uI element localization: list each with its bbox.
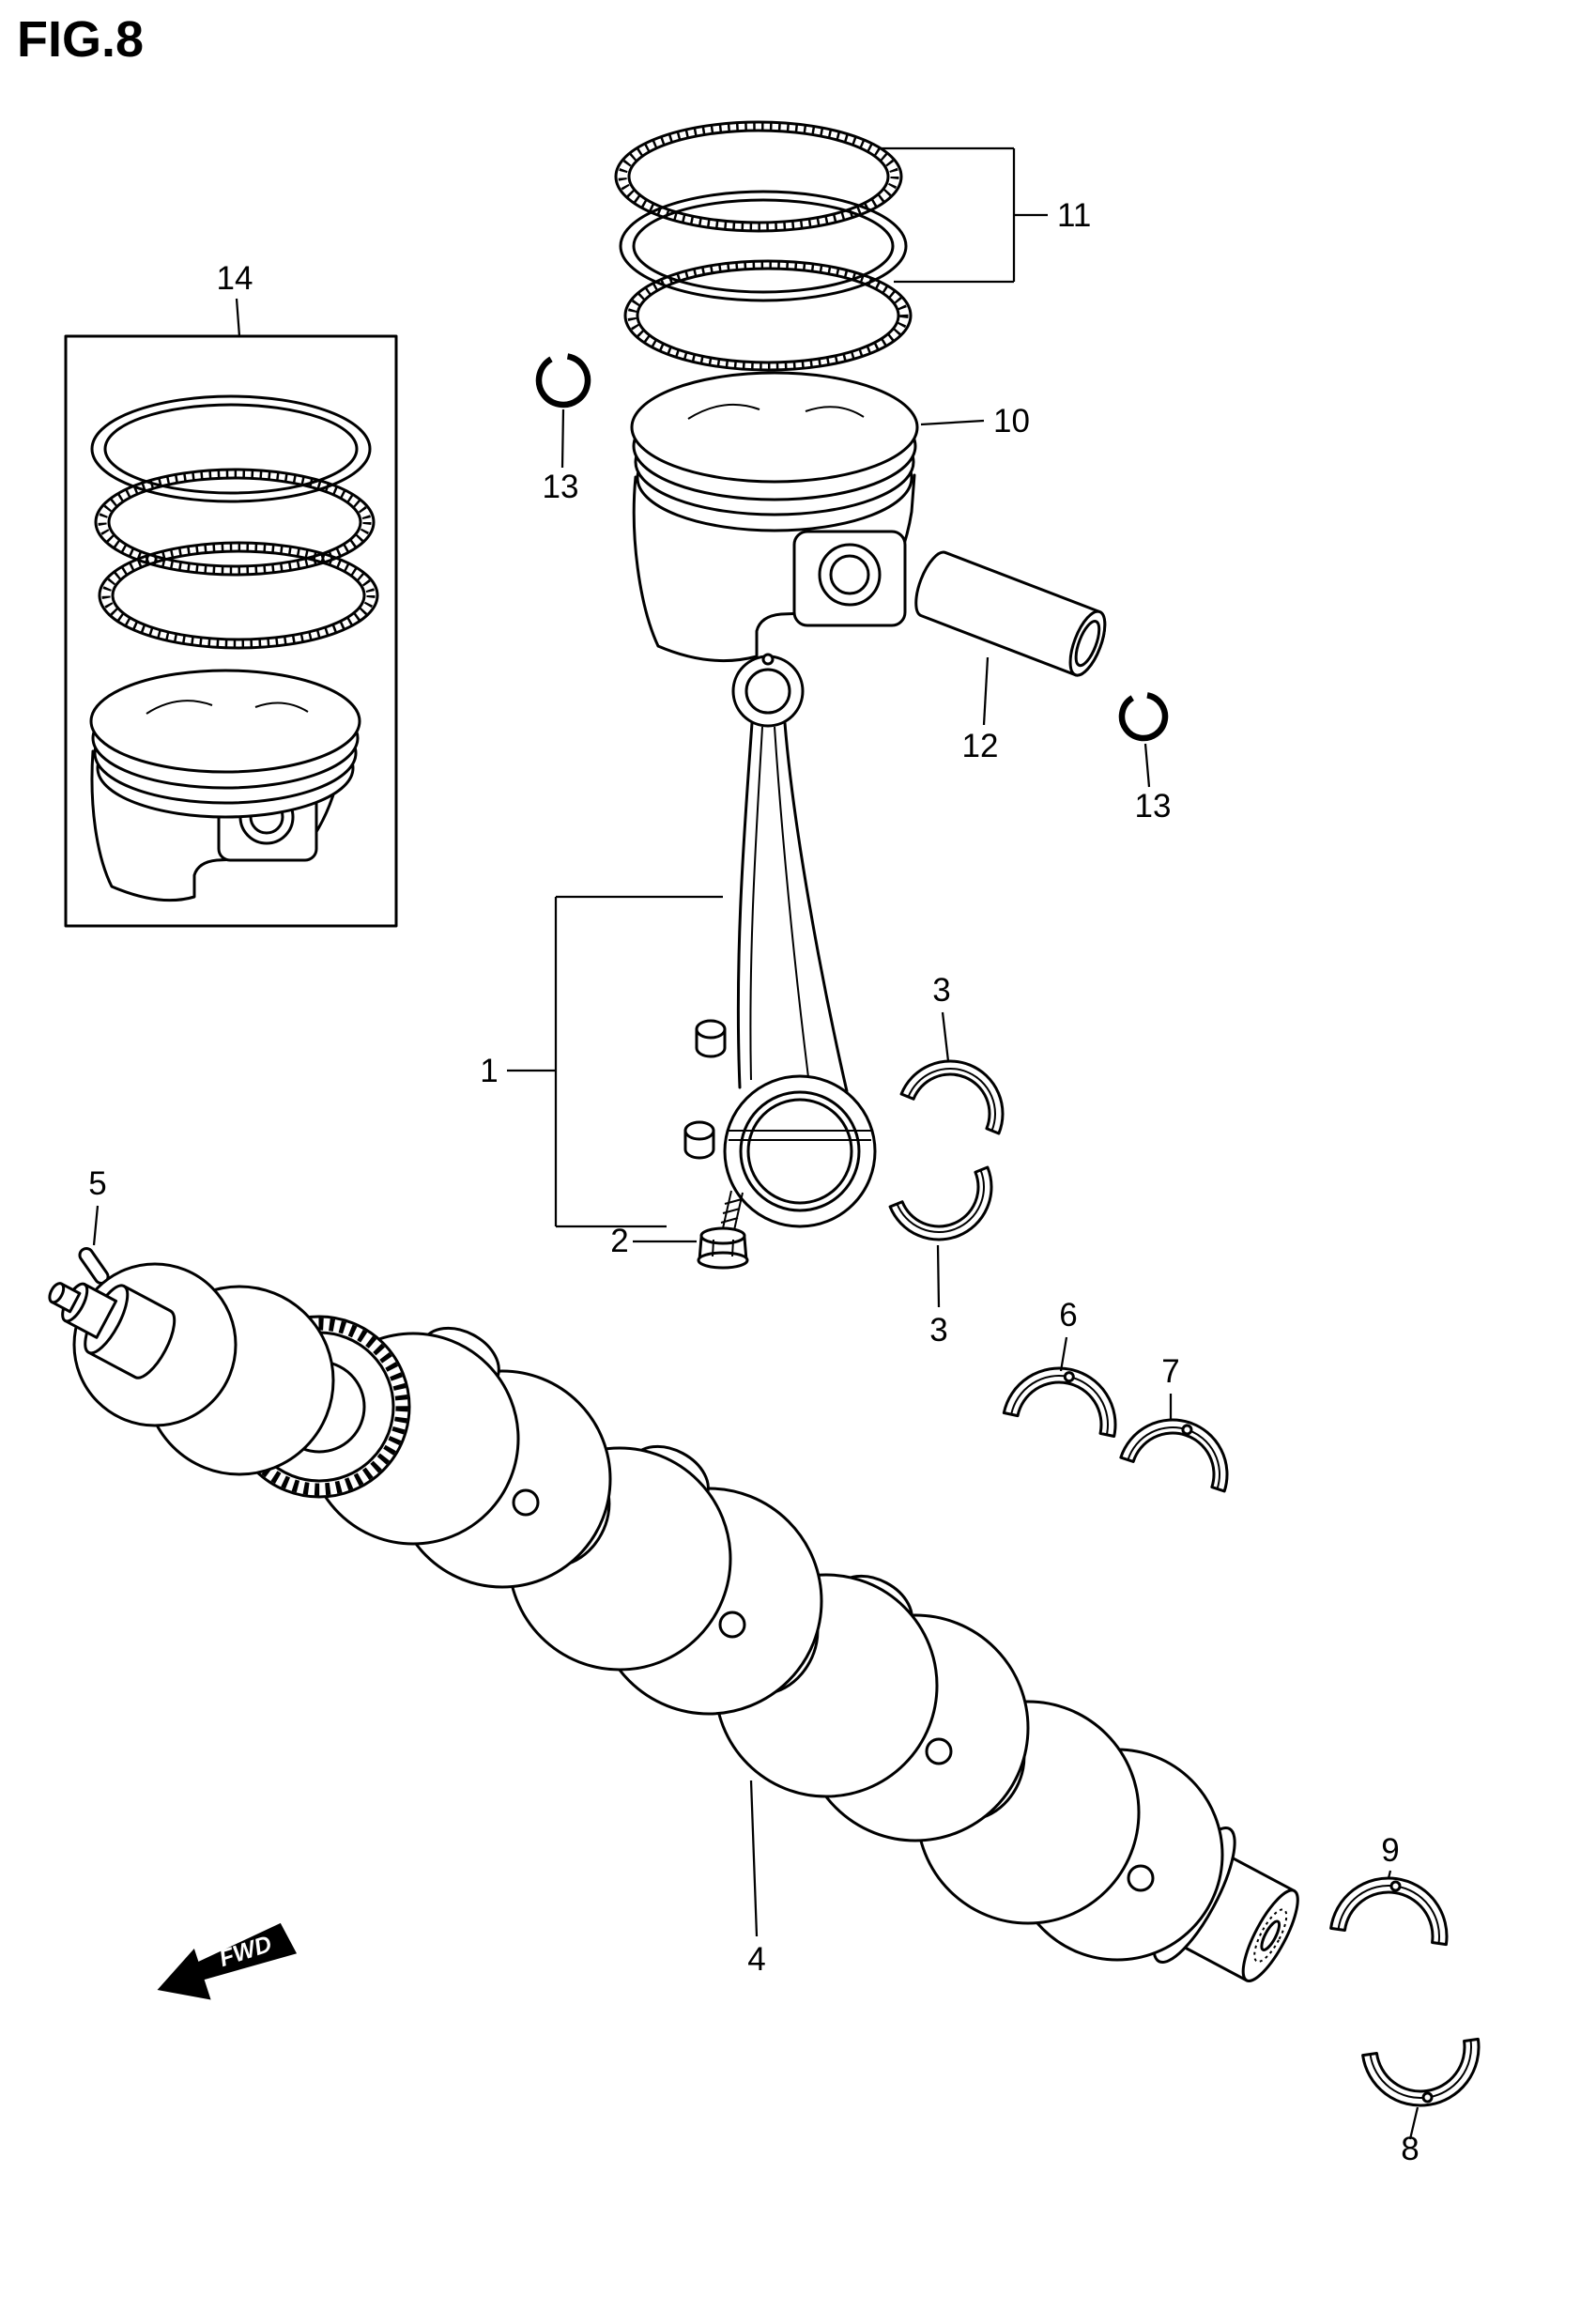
callout-5-label: 5 [88, 1165, 106, 1202]
callout-4: 4 [747, 1780, 766, 1978]
valve-relief [146, 700, 213, 715]
callout-14: 14 [217, 260, 253, 337]
callout-8-label: 8 [1401, 2131, 1419, 2167]
bearing-shell-6 [1002, 1366, 1117, 1438]
leader-line-4 [749, 1780, 759, 1937]
ring-set-11 [614, 120, 913, 372]
callout-9-label: 9 [1381, 1832, 1399, 1869]
leader-line-9 [1387, 1870, 1392, 1879]
leader-line-6 [1059, 1336, 1068, 1372]
oil-hole [1421, 2091, 1434, 2104]
fwd-arrow-shape [157, 1922, 298, 2000]
leader-line-13a [560, 408, 565, 469]
callout-2: 2 [610, 1223, 697, 1259]
leader-line-10 [920, 419, 985, 426]
callout-12-label: 12 [962, 728, 999, 764]
callout-10: 10 [920, 403, 1030, 439]
leader-line-8 [1408, 2106, 1420, 2140]
callout-3-lower: 3 [929, 1244, 948, 1349]
oil-hole [761, 653, 775, 666]
leader-line-12 [982, 656, 990, 726]
bearing-shell-3-lower [888, 1165, 993, 1241]
bracket-11 [881, 146, 1048, 284]
rod-nut-2 [697, 1226, 749, 1270]
web-hole [925, 1737, 953, 1765]
figure-title: FIG.8 [17, 11, 144, 68]
callout-13a-label: 13 [543, 469, 579, 505]
circlip-13-right: 13 [1118, 691, 1171, 825]
valve-relief [254, 701, 309, 713]
leader-line-3a [941, 1011, 950, 1062]
pin-boss [818, 543, 882, 607]
valve-relief [687, 403, 760, 420]
callout-9: 9 [1381, 1832, 1400, 1879]
oil-hole [1181, 1424, 1193, 1436]
callout-7: 7 [1161, 1353, 1180, 1420]
leader-line-14 [235, 298, 241, 337]
bearing-shell-3-upper [899, 1059, 1005, 1135]
web-hole [1127, 1864, 1155, 1892]
connecting-rod-1 [683, 653, 877, 1231]
callout-6-label: 6 [1059, 1297, 1077, 1333]
callout-1-label: 1 [480, 1053, 498, 1089]
piston-crown [630, 371, 919, 484]
web-hole [718, 1611, 746, 1639]
leader-line-13b [1143, 743, 1151, 788]
callout-3b-label: 3 [929, 1312, 947, 1349]
callout-13b-label: 13 [1135, 788, 1172, 825]
rod-shank [736, 721, 754, 1089]
web-hole [512, 1488, 540, 1517]
crank-nose [48, 1282, 176, 1379]
top-ring-hatch [618, 122, 899, 231]
ring-set-14 [90, 394, 379, 650]
rod-big-end [723, 1074, 877, 1228]
callout-4-label: 4 [747, 1941, 765, 1978]
valve-relief [805, 406, 865, 418]
piston-crown [89, 669, 361, 774]
piston-14 [89, 669, 361, 902]
callout-12: 12 [962, 656, 999, 764]
rod-stud [720, 1190, 744, 1231]
callout-10-label: 10 [993, 403, 1030, 439]
cap-split-line [727, 1130, 873, 1141]
callout-11-label: 11 [1057, 197, 1091, 234]
fwd-arrow: FWD [157, 1922, 298, 2000]
callout-8: 8 [1401, 2106, 1420, 2167]
callout-3a-label: 3 [932, 972, 950, 1009]
rod-bolt [695, 1019, 727, 1058]
nut-flange [697, 1251, 749, 1270]
nut-top [699, 1226, 746, 1245]
part-14-box [64, 334, 398, 928]
callout-7-label: 7 [1161, 1353, 1179, 1390]
crankshaft-4 [48, 1262, 1299, 1982]
piston-10 [630, 371, 919, 663]
bearing-shell-7 [1119, 1418, 1229, 1493]
piston-pin-12 [914, 550, 1107, 677]
callout-3-upper: 3 [932, 972, 951, 1062]
oil-hole [1063, 1371, 1075, 1383]
leader-line-3b [936, 1244, 941, 1308]
second-ring-hatch [98, 470, 372, 575]
oil-ring-hatch [101, 543, 376, 648]
boxed-piston-group [64, 334, 398, 928]
key-5: 5 [78, 1165, 110, 1285]
callout-14-label: 14 [217, 260, 253, 297]
oil-ring-hatch [627, 260, 909, 371]
callout-1: 1 [480, 895, 723, 1228]
bearing-shell-8 [1361, 2037, 1481, 2107]
bearing-shell-9 [1329, 1876, 1449, 1947]
circlip-13-left: 13 [535, 352, 591, 505]
callout-6: 6 [1059, 1297, 1078, 1372]
bracket-1 [507, 895, 723, 1228]
leader-line-5 [92, 1205, 100, 1246]
callout-11: 11 [881, 146, 1091, 284]
callout-2-label: 2 [610, 1223, 628, 1259]
oil-hole [1389, 1880, 1402, 1892]
rod-bolt [683, 1120, 715, 1160]
